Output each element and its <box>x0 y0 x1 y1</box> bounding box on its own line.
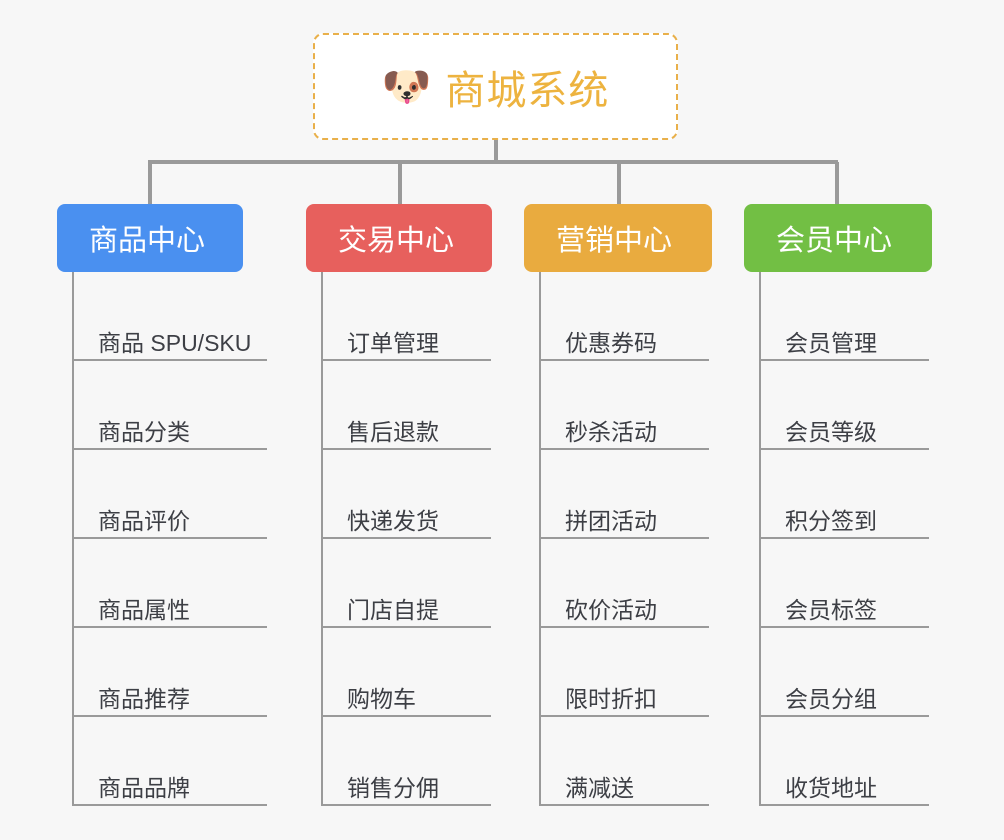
leaf-label: 收货地址 <box>785 774 877 801</box>
leaf-label: 商品属性 <box>98 596 190 623</box>
leaf-label: 秒杀活动 <box>565 418 657 445</box>
leaf-list-member-center: 会员管理 会员等级 积分签到 会员标签 会员分组 收货地址 <box>744 272 984 806</box>
list-item[interactable]: 砍价活动 <box>539 539 764 628</box>
list-item[interactable]: 会员分组 <box>759 628 984 717</box>
category-label: 会员中心 <box>776 225 893 257</box>
list-item[interactable]: 会员管理 <box>759 272 984 361</box>
branch-marketing-center: 营销中心 优惠券码 秒杀活动 拼团活动 砍价活动 限时折扣 满减送 <box>524 204 764 806</box>
branch-trade-center: 交易中心 订单管理 售后退款 快递发货 门店自提 购物车 销售分佣 <box>306 204 546 806</box>
list-item[interactable]: 售后退款 <box>321 361 546 450</box>
list-item[interactable]: 会员等级 <box>759 361 984 450</box>
leaf-label: 商品分类 <box>98 418 190 445</box>
leaf-label: 订单管理 <box>347 329 439 356</box>
leaf-label: 销售分佣 <box>347 774 439 801</box>
leaf-label: 商品评价 <box>98 507 190 534</box>
leaf-list-marketing-center: 优惠券码 秒杀活动 拼团活动 砍价活动 限时折扣 满减送 <box>524 272 764 806</box>
category-box-member-center[interactable]: 会员中心 <box>744 204 932 272</box>
list-item[interactable]: 商品 SPU/SKU <box>72 272 297 361</box>
category-label: 营销中心 <box>556 225 673 257</box>
leaf-label: 售后退款 <box>347 418 439 445</box>
leaf-label: 商品 SPU/SKU <box>98 329 252 356</box>
leaf-label: 快递发货 <box>347 507 439 534</box>
branch-product-center: 商品中心 商品 SPU/SKU 商品分类 商品评价 商品属性 商品推荐 商品品牌 <box>57 204 297 806</box>
root-node[interactable]: 🐶 商城系统 <box>313 33 678 140</box>
leaf-label: 砍价活动 <box>565 596 657 623</box>
leaf-label: 购物车 <box>347 685 416 712</box>
list-item[interactable]: 满减送 <box>539 717 764 806</box>
branch-member-center: 会员中心 会员管理 会员等级 积分签到 会员标签 会员分组 收货地址 <box>744 204 984 806</box>
leaf-list-trade-center: 订单管理 售后退款 快递发货 门店自提 购物车 销售分佣 <box>306 272 546 806</box>
leaf-label: 限时折扣 <box>565 685 657 712</box>
category-box-marketing-center[interactable]: 营销中心 <box>524 204 712 272</box>
list-item[interactable]: 限时折扣 <box>539 628 764 717</box>
leaf-label: 商品推荐 <box>98 685 190 712</box>
leaf-label: 会员标签 <box>785 596 877 623</box>
leaf-label: 会员分组 <box>785 685 877 712</box>
list-item[interactable]: 商品属性 <box>72 539 297 628</box>
list-item[interactable]: 商品品牌 <box>72 717 297 806</box>
list-item[interactable]: 快递发货 <box>321 450 546 539</box>
list-item[interactable]: 收货地址 <box>759 717 984 806</box>
leaf-label: 会员管理 <box>785 329 877 356</box>
shiba-dog-face-icon: 🐶 <box>381 64 432 109</box>
leaf-label: 门店自提 <box>347 596 439 623</box>
leaf-label: 商品品牌 <box>98 774 190 801</box>
list-item[interactable]: 订单管理 <box>321 272 546 361</box>
list-item[interactable]: 拼团活动 <box>539 450 764 539</box>
list-item[interactable]: 商品评价 <box>72 450 297 539</box>
leaf-label: 满减送 <box>565 774 634 801</box>
leaf-list-product-center: 商品 SPU/SKU 商品分类 商品评价 商品属性 商品推荐 商品品牌 <box>57 272 297 806</box>
list-item[interactable]: 秒杀活动 <box>539 361 764 450</box>
category-box-product-center[interactable]: 商品中心 <box>57 204 243 272</box>
leaf-label: 会员等级 <box>785 418 877 445</box>
list-item[interactable]: 商品分类 <box>72 361 297 450</box>
category-label: 交易中心 <box>338 225 455 257</box>
list-item[interactable]: 会员标签 <box>759 539 984 628</box>
list-item[interactable]: 销售分佣 <box>321 717 546 806</box>
list-item[interactable]: 商品推荐 <box>72 628 297 717</box>
list-item[interactable]: 门店自提 <box>321 539 546 628</box>
list-item[interactable]: 优惠券码 <box>539 272 764 361</box>
list-item[interactable]: 积分签到 <box>759 450 984 539</box>
leaf-label: 拼团活动 <box>565 507 657 534</box>
leaf-label: 积分签到 <box>785 507 877 534</box>
leaf-label: 优惠券码 <box>565 329 657 356</box>
category-box-trade-center[interactable]: 交易中心 <box>306 204 492 272</box>
root-title: 商城系统 <box>445 68 610 113</box>
category-label: 商品中心 <box>89 225 206 257</box>
list-item[interactable]: 购物车 <box>321 628 546 717</box>
